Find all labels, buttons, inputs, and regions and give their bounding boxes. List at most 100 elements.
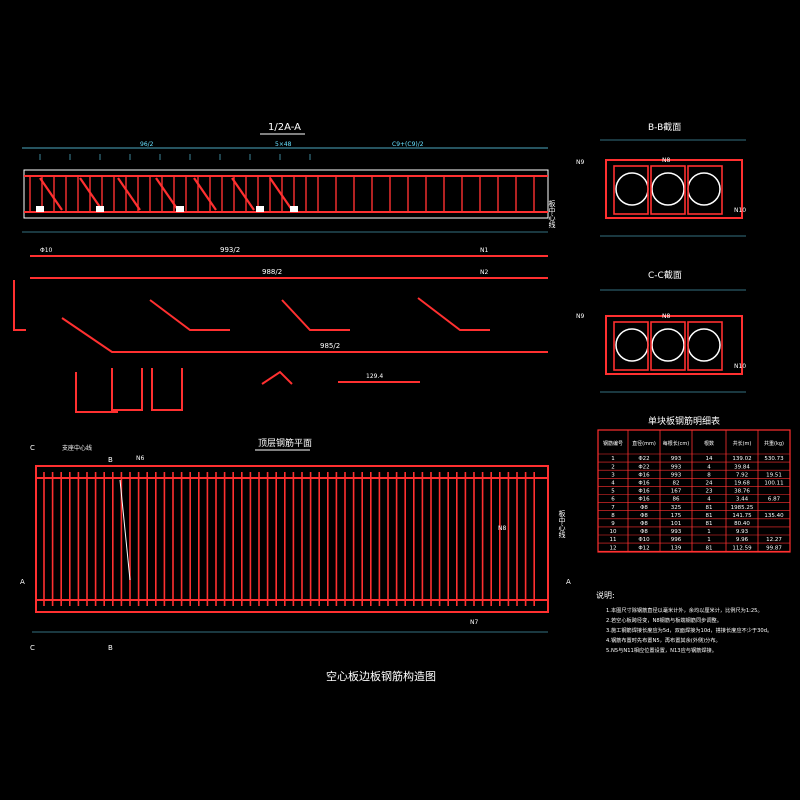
note-3: 3.施工钢筋焊接长度应为5d，双面焊接为10d，搭接长度应不少于30d。	[606, 626, 772, 634]
note-4: 4.钢筋布置时先布置N5，再布置其余(外侧)分布。	[606, 636, 721, 644]
table-cell: 12	[610, 545, 617, 551]
table-cell: 101	[671, 521, 682, 527]
table-header-cell: 共长(m)	[733, 440, 752, 447]
elevation-side-label: 板中心线	[548, 199, 556, 228]
table-cell: 141.75	[732, 513, 752, 519]
table-cell: Φ16	[638, 497, 650, 503]
table-cell: Φ16	[638, 481, 650, 487]
table-cell: Φ8	[640, 529, 648, 535]
table-cell: 167	[671, 489, 682, 495]
table-cell: 9	[611, 521, 615, 527]
section-b-n10: N10	[734, 207, 746, 214]
table-cell: 112.59	[732, 545, 752, 551]
table-cell: 9.93	[736, 529, 749, 535]
bar-n1-note: Φ10	[40, 247, 53, 254]
table-cell: Φ22	[638, 456, 649, 462]
plan-rebar-n8: N8	[498, 525, 506, 532]
rebar-table: 单块板钢筋明细表 钢筋编号直径(mm)每根长(cm)根数共长(m)共重(kg)1…	[597, 415, 791, 553]
plan-mark-c-bottom: C	[30, 644, 35, 652]
table-cell: 530.73	[764, 456, 784, 462]
section-b-label: B-B截面	[648, 121, 681, 133]
notes-block: 说明: 1.本图尺寸除钢筋直径以毫米计外，余均以厘米计，比例尺为1:25。 2.…	[596, 590, 772, 654]
elevation-dim-left: 96/2	[140, 141, 154, 148]
table-header-cell: 钢筋编号	[603, 440, 623, 447]
table-header-cell: 根数	[704, 440, 714, 447]
table-cell: 19.51	[766, 472, 782, 478]
table-cell: 139.02	[732, 456, 751, 462]
table-cell: Φ16	[638, 489, 650, 495]
table-cell: 14	[706, 456, 713, 462]
bar-n5-length: 129.4	[366, 373, 383, 380]
table-cell: Φ8	[640, 521, 648, 527]
table-cell: 8	[707, 472, 711, 478]
table-cell: Φ8	[640, 505, 648, 511]
plan-side-label: 板中心线	[558, 509, 566, 538]
bar-n1-id: N1	[480, 247, 488, 254]
plan-mark-a-right: A	[566, 578, 571, 586]
table-header-cell: 直径(mm)	[632, 440, 656, 447]
table-cell: Φ22	[638, 464, 649, 470]
elevation-dim-mid: 5×48	[275, 141, 292, 148]
table-cell: 325	[671, 505, 682, 511]
table-cell: Φ10	[638, 537, 650, 543]
table-cell: 38.76	[734, 489, 750, 495]
table-cell: 12.27	[766, 537, 782, 543]
section-c-n9: N9	[576, 313, 584, 320]
plan-mark-a-left: A	[20, 578, 25, 586]
plan-mark-b-bottom: B	[108, 644, 113, 652]
table-cell: 2	[611, 464, 615, 470]
table-cell: 39.84	[734, 464, 750, 470]
plan-rebar-n6: N6	[136, 455, 144, 462]
table-cell: 80.40	[734, 521, 750, 527]
section-c-label: C-C截面	[648, 269, 682, 281]
table-cell: 1985.25	[731, 505, 754, 511]
table-title: 单块板钢筋明细表	[648, 415, 720, 427]
section-c-n8: N8	[662, 313, 670, 320]
table-cell: 175	[671, 513, 682, 519]
bar-n1-length: 993/2	[220, 246, 240, 254]
table-cell: 24	[706, 481, 713, 487]
table-cell: 19.68	[734, 481, 750, 487]
table-cell: 993	[671, 529, 682, 535]
bar-n2-length: 988/2	[262, 268, 282, 276]
table-cell: 993	[671, 472, 682, 478]
table-cell: Φ12	[638, 545, 649, 551]
table-cell: 1	[611, 456, 615, 462]
table-header-cell: 每根长(cm)	[663, 440, 690, 447]
table-cell: 7.92	[736, 472, 748, 478]
section-b: B-B截面 N9 N8 N10	[576, 121, 746, 237]
table-cell: 81	[706, 521, 713, 527]
table-cell: 1	[707, 537, 711, 543]
table-cell: Φ16	[638, 472, 650, 478]
table-cell: 81	[706, 545, 713, 551]
table-cell: 23	[706, 489, 713, 495]
table-cell: 139	[671, 545, 682, 551]
plan-rebar-n7: N7	[470, 619, 478, 626]
plan-label: 顶层钢筋平面	[258, 437, 312, 449]
table-cell: 100.11	[764, 481, 783, 487]
note-5: 5.N5与N11相应位置设置，N13应与钢筋焊接。	[606, 646, 717, 654]
beam-outline	[23, 169, 549, 219]
table-cell: 3	[611, 472, 615, 478]
table-cell: 135.40	[764, 513, 784, 519]
table-cell: 4	[707, 497, 711, 503]
table-cell: 996	[671, 537, 682, 543]
table-cell: 1	[707, 529, 711, 535]
note-2: 2.若空心板跨径变，N8钢筋与板端钢筋同步调整。	[606, 616, 722, 624]
bar-shapes: 993/2 Φ10 N1 988/2 N2 985/2 129.4	[13, 246, 548, 413]
plan-mark-c-top: C	[30, 444, 35, 452]
note-1: 1.本图尺寸除钢筋直径以毫米计外，余均以厘米计，比例尺为1:25。	[606, 606, 763, 614]
drawing-title: 空心板边板钢筋构造图	[326, 669, 436, 683]
table-cell: 86	[673, 497, 680, 503]
table-cell: 9.96	[736, 537, 749, 543]
section-c: C-C截面 N9 N8 N10	[576, 269, 746, 393]
table-cell: Φ8	[640, 513, 648, 519]
notes-heading: 说明:	[596, 590, 615, 600]
table-cell: 6.87	[768, 497, 781, 503]
bar-n2-id: N2	[480, 269, 488, 276]
table-cell: 4	[611, 481, 615, 487]
table-cell: 6	[611, 497, 615, 503]
elevation-dim-right: C9+(C9)/2	[392, 141, 424, 148]
table-cell: 7	[611, 505, 615, 511]
